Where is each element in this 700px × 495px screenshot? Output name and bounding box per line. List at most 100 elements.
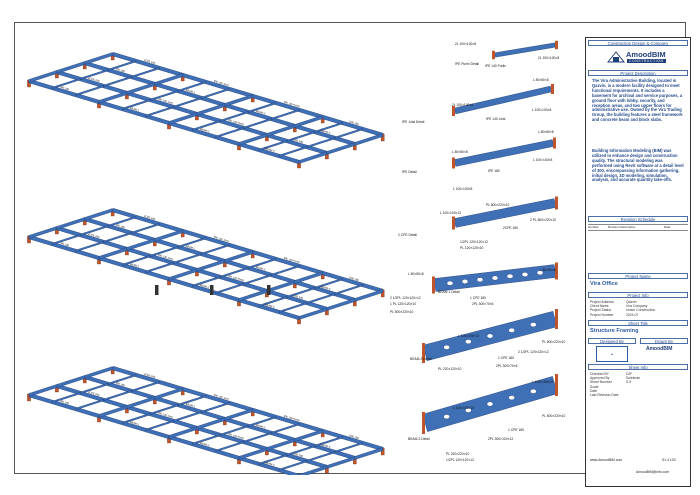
roof-plan-beam: [354, 133, 384, 146]
roof-plan-member-label: IPE 140 Joist: [158, 97, 174, 105]
logo-main-text: AmoodBIM: [626, 50, 666, 59]
roof-plan-joist: [306, 136, 336, 149]
beam3-member: 1 CPE 180: [508, 428, 524, 432]
beam2-detail-beam-web-opening: [530, 322, 537, 328]
floor1-plan-joist: [75, 398, 105, 411]
cpe-title: 2 CPE Detail: [398, 233, 417, 237]
floor1-plan-beam: [354, 447, 384, 460]
floor2-plan-member-label: IPE 140 Purlin: [228, 274, 246, 283]
floor2-plan-joist: [215, 282, 245, 295]
roof-plan-joist: [145, 105, 175, 118]
roof-plan-beam: [154, 73, 184, 86]
beam3-title: BEAM-3 Detail: [408, 437, 430, 441]
roof-plan-joist: [177, 80, 207, 93]
roof-plan-beam: [168, 112, 198, 125]
ipe-member: IPE 180: [488, 169, 500, 173]
beam2-detail-beam-end-plate: [422, 343, 425, 363]
logo-sub-text: CONSTRUCTION: [627, 59, 666, 63]
beam2-detail-beam-end-plate: [555, 309, 558, 329]
beam1-detail-beam-web-opening: [521, 272, 529, 277]
floor2-plan-member-label: IPE 180: [60, 241, 71, 248]
beam2-title: BEAM-2 Detail: [410, 357, 432, 361]
floor1-plan-beam: [298, 465, 328, 478]
project-name-header: Project Name: [588, 273, 688, 279]
sheet-info-row: Last Revision Date: [590, 393, 619, 398]
loose-column: [267, 285, 271, 295]
floor2-plan-girder: [321, 271, 384, 293]
logo-icon: [606, 51, 626, 63]
beam1-label-e: PL 600×220×10: [390, 310, 414, 314]
roof-plan-beam: [28, 70, 58, 83]
ipe-label-c: L 100×100×8: [533, 158, 553, 162]
joist-label-b: 2L 100×100×8: [452, 103, 474, 107]
purlin-detail-beam-end-plate: [555, 40, 558, 50]
roof-plan-member-label: IPE 180: [60, 85, 71, 92]
drafter-logo: AmoodBIM: [646, 346, 684, 360]
floor1-plan-member-label: IPE 140 Purlin: [228, 432, 246, 441]
sheet-info-row: Scale: [590, 384, 599, 389]
floor1-plan-beam: [28, 384, 58, 397]
roof-plan-joist: [243, 117, 272, 130]
project-name: Vira Office: [590, 281, 618, 287]
floor2-plan-beam: [84, 208, 114, 221]
roof-plan-member-label: BEAM-3: [320, 128, 331, 135]
roof-plan-beam: [98, 91, 128, 104]
roof-plan-beam: [294, 115, 324, 128]
floor2-plan-beam: [126, 238, 156, 251]
roof-plan-beam: [84, 52, 114, 65]
floor1-plan-member-label: BEAM-3: [320, 442, 331, 449]
floor2-plan-member-label: IPE 140 Joist: [213, 235, 229, 243]
beam2-member2: 2PL 300×70×6: [496, 364, 518, 368]
floor2-plan-joist: [306, 292, 336, 305]
roof-plan-member-label: BEAM-3: [265, 146, 276, 153]
roof-plan-member-label: 2CPE 180: [88, 76, 101, 83]
beam3-label-a: L 100×100×10: [532, 380, 554, 384]
roof-plan-joist: [107, 59, 137, 72]
floor2-plan-member-label: BEAM-2: [255, 265, 266, 272]
beam1-detail-beam-web-opening: [491, 275, 499, 281]
floor1-plan-joist: [278, 459, 308, 472]
ipe-detail-beam: [454, 139, 554, 167]
roof-plan-joist: [200, 87, 230, 100]
beam3-detail-beam-web-opening: [465, 407, 472, 413]
floor1-plan-joist: [243, 431, 272, 444]
floor2-plan-member-label: CPE 180: [293, 293, 305, 300]
project-description-text-1: The Vira Administrative Building, locate…: [592, 78, 683, 123]
beam1-label-a: L 80×80×8: [408, 272, 424, 276]
floor1-plan-joist: [247, 415, 277, 428]
floor1-plan-member-label: CPE 180: [348, 433, 360, 440]
joist-label-c: L 100×100×8: [532, 108, 552, 112]
floor2-plan-joist: [278, 301, 308, 314]
beam1-detail-beam-end-plate: [432, 276, 435, 294]
roof-plan-beam: [326, 142, 356, 155]
roof-plan-member-label: IPE 140 Purlin: [283, 100, 301, 109]
beam1-detail-beam-web-opening: [446, 280, 454, 286]
floor1-plan-beam: [154, 387, 184, 400]
floor2-plan-beam: [154, 229, 184, 242]
floor1-plan-beam: [238, 447, 268, 460]
beam3-member2: 2PL 300×120×12: [488, 437, 514, 441]
ipe-label-a: L 80×80×8: [538, 130, 554, 134]
cpe-member: 2CPE 180: [503, 226, 519, 230]
floor1-plan-joist: [306, 450, 336, 463]
roof-plan-beam: [298, 151, 328, 164]
roof-plan-joist: [130, 66, 160, 79]
ipe-label-b: L 80×80×8: [452, 150, 468, 154]
purlin-label-a: 2L 100×100×8: [455, 42, 477, 46]
roof-plan-member-label: CPE 180: [293, 137, 305, 144]
beam3-label-c: PL 600×220×10: [542, 414, 566, 418]
floor1-plan-beam: [168, 426, 198, 439]
floor2-plan-beam: [28, 226, 58, 239]
floor1-plan-beam: [266, 438, 296, 451]
floor1-plan-beam: [326, 456, 356, 469]
floor1-plan-joist: [130, 380, 160, 393]
roof-plan-member-label: CPE 180: [348, 119, 360, 126]
beam1-detail-beam-end-plate: [555, 262, 558, 280]
floor1-plan-beam: [126, 396, 156, 409]
floor1-plan-member-label: IPE 140 Joist: [213, 393, 229, 401]
